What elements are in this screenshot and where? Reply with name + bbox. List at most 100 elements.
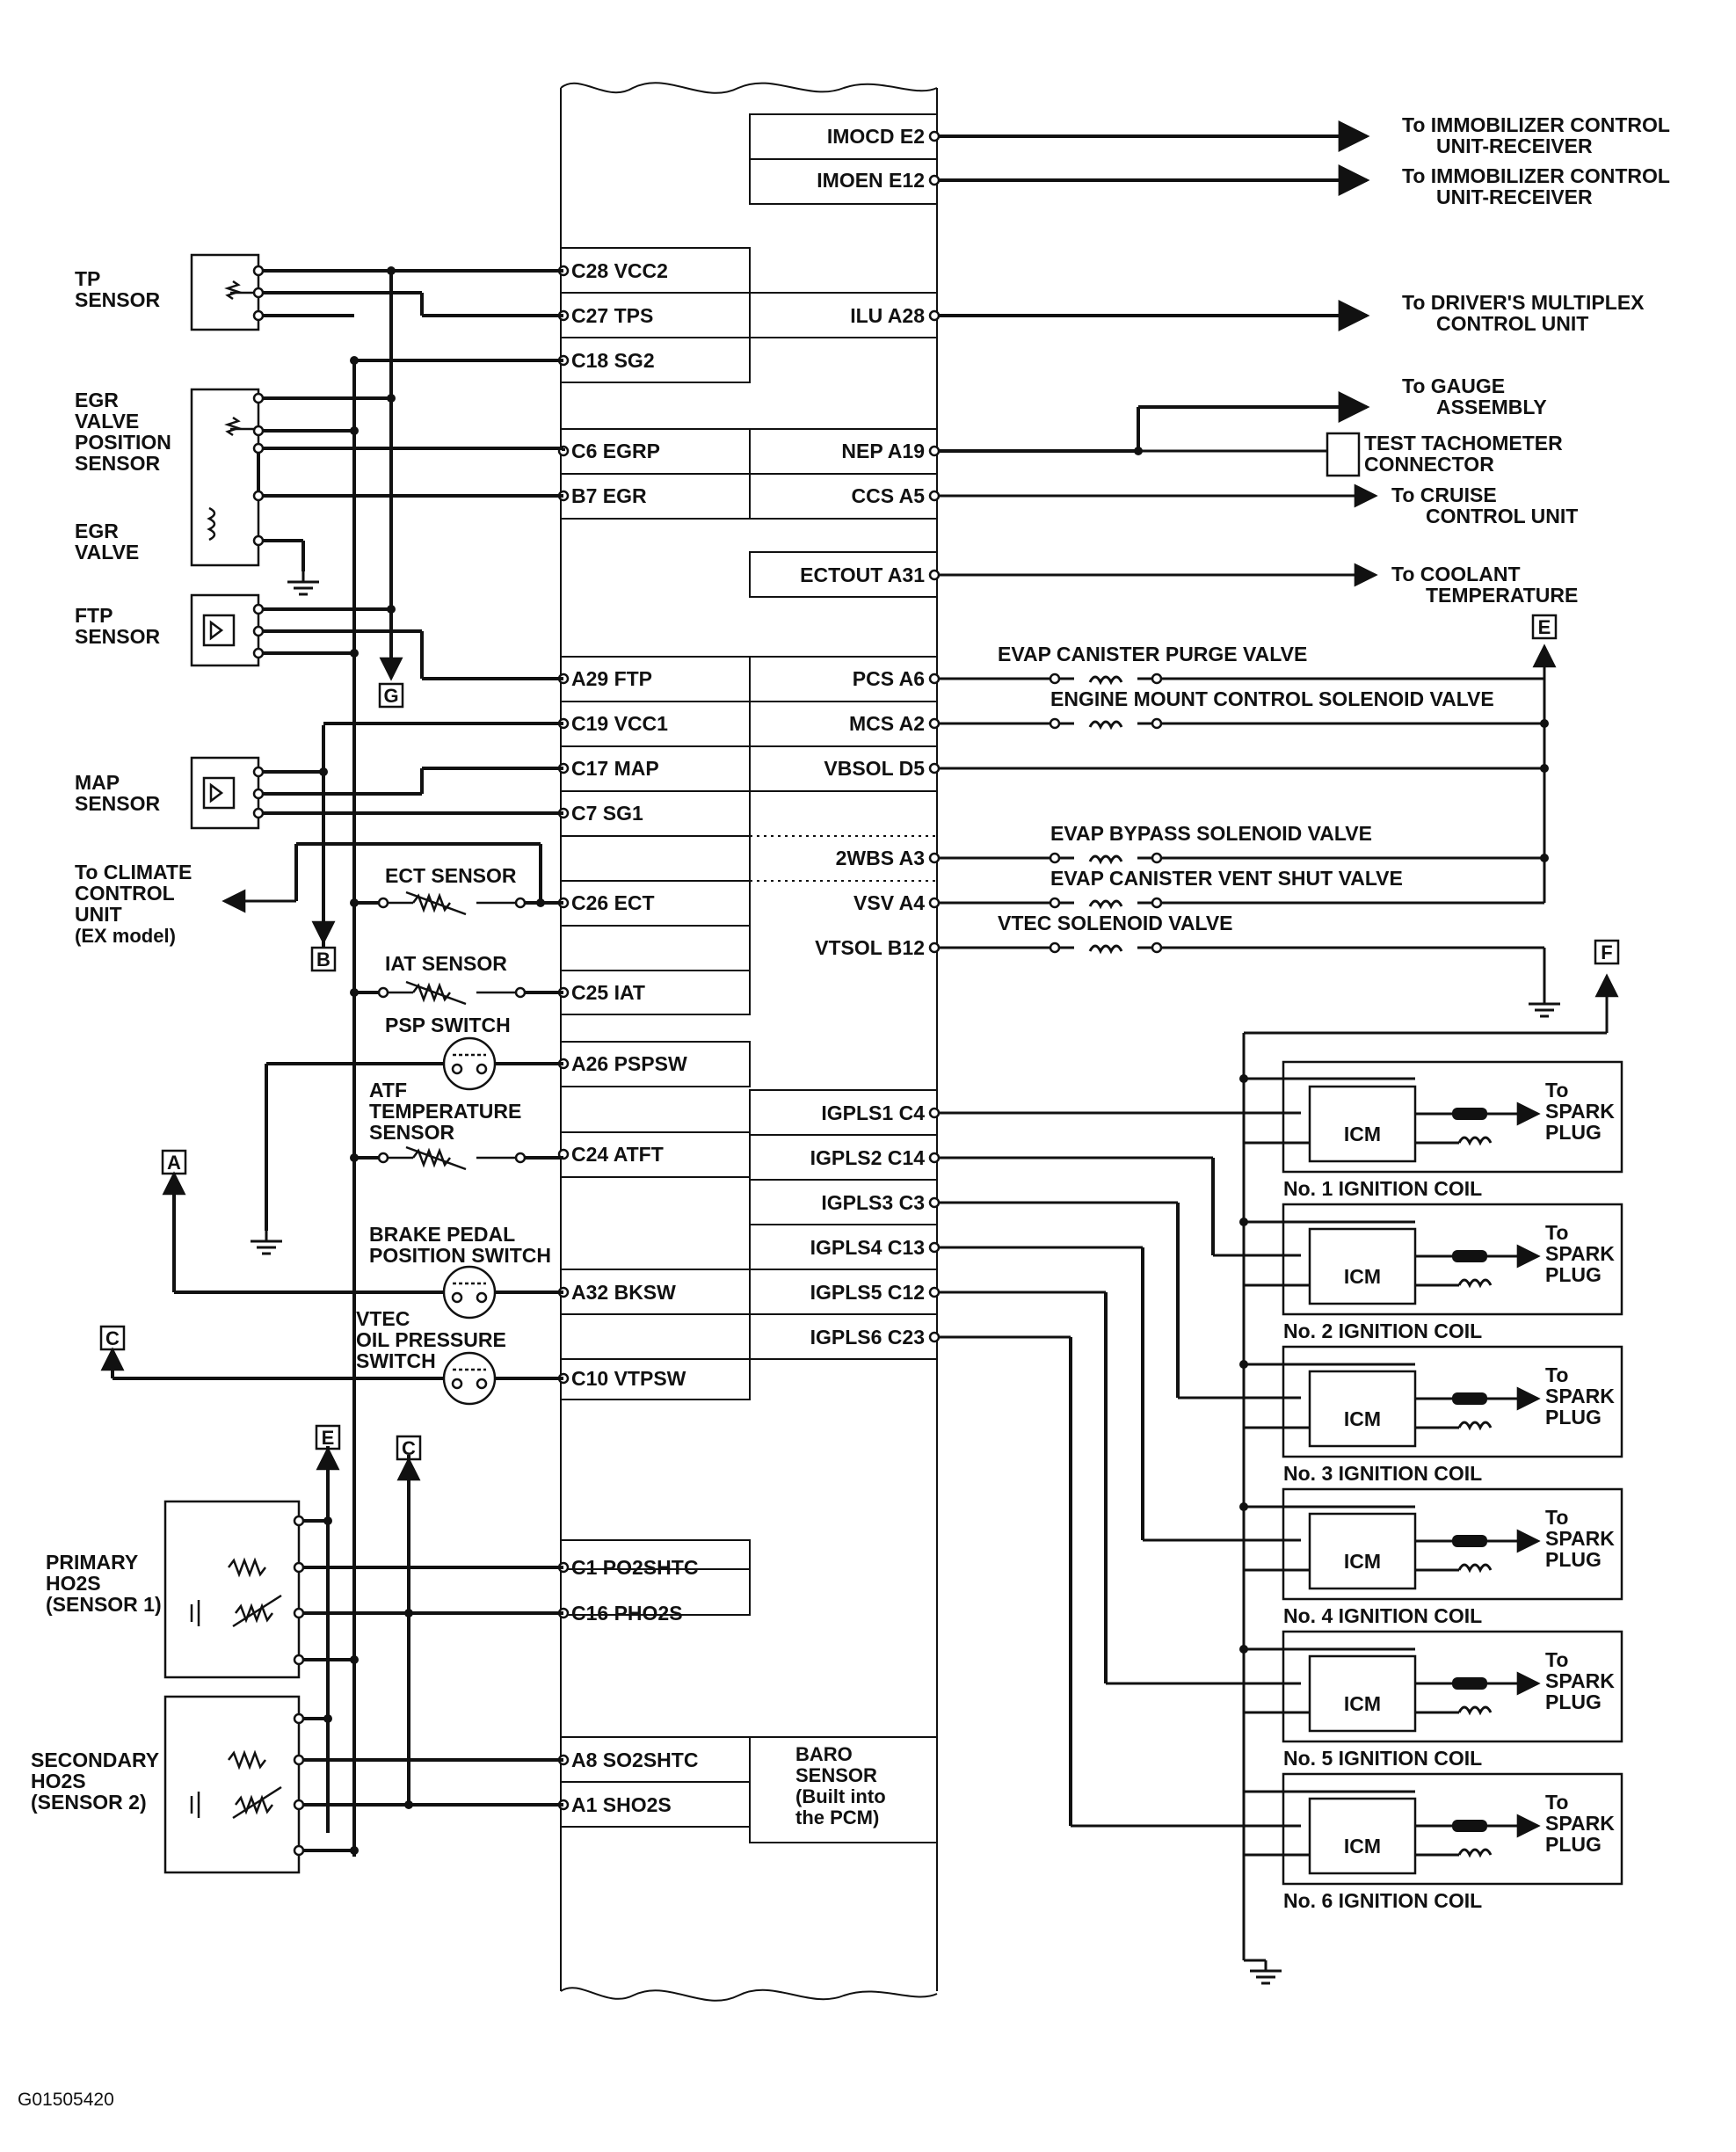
pin-a31-label: ECTOUT A31 bbox=[800, 563, 925, 586]
pin-c26-label: C26 ECT bbox=[571, 891, 655, 914]
climate-label-3: UNIT bbox=[75, 903, 122, 926]
secondary-ho2s-label-2: HO2S bbox=[31, 1770, 86, 1792]
vtec-switch-label-3: SWITCH bbox=[356, 1349, 436, 1372]
tag-c-mid: C bbox=[402, 1437, 416, 1459]
spark-3-plug: PLUG bbox=[1545, 1406, 1602, 1429]
egr-valve-label-1: EGR bbox=[75, 520, 119, 542]
egr-ground-icon bbox=[286, 570, 321, 596]
icm-3-label: ICM bbox=[1344, 1407, 1381, 1430]
tp-label-1: TP bbox=[75, 267, 100, 290]
pin-a2-label: MCS A2 bbox=[849, 712, 925, 735]
ignition-coils: ICM ICM ICM ICM ICM ICM To SPARK PLUG To… bbox=[1244, 1060, 1623, 1912]
pin-a28-label: ILU A28 bbox=[850, 304, 925, 327]
baro-line-4: the PCM) bbox=[795, 1807, 879, 1828]
pin-c19-label: C19 VCC1 bbox=[571, 712, 668, 735]
figure-code: G01505420 bbox=[18, 2090, 114, 2110]
pin-c16-label: C16 PHO2S bbox=[571, 1602, 683, 1625]
pin-c17-label: C17 MAP bbox=[571, 757, 659, 780]
egr-valve-label-2: VALVE bbox=[75, 541, 139, 563]
multiplex-label-2: CONTROL UNIT bbox=[1436, 312, 1588, 335]
tag-e-right: E bbox=[1538, 616, 1551, 638]
tag-e-left: E bbox=[322, 1427, 335, 1449]
primary-ho2s-label-1: PRIMARY bbox=[46, 1551, 138, 1574]
immo1-label-1: To IMMOBILIZER CONTROL bbox=[1402, 113, 1670, 136]
pin-a19-label: NEP A19 bbox=[841, 440, 925, 462]
sensor-terminals bbox=[252, 265, 527, 1857]
ect-sensor-label: ECT SENSOR bbox=[385, 864, 517, 887]
vtec-solenoid-ground-icon bbox=[1527, 992, 1562, 1018]
iat-sensor-label: IAT SENSOR bbox=[385, 952, 507, 975]
spark-1-to: To bbox=[1545, 1079, 1568, 1101]
evap-bypass-label: EVAP BYPASS SOLENOID VALVE bbox=[1050, 822, 1372, 845]
atf-label-3: SENSOR bbox=[369, 1121, 455, 1144]
evap-purge-label: EVAP CANISTER PURGE VALVE bbox=[998, 643, 1307, 665]
ignition-ground-icon bbox=[1248, 1959, 1283, 1985]
vtec-switch-label-2: OIL PRESSURE bbox=[356, 1328, 506, 1351]
spark-5-plug: PLUG bbox=[1545, 1690, 1602, 1713]
gauge-label-2: ASSEMBLY bbox=[1436, 396, 1547, 418]
pin-d5-label: VBSOL D5 bbox=[824, 757, 925, 780]
pin-e2-label: IMOCD E2 bbox=[827, 125, 925, 148]
spark-2-spark: SPARK bbox=[1545, 1242, 1615, 1265]
immo2-label-2: UNIT-RECEIVER bbox=[1436, 185, 1593, 208]
coolant-label-2: TEMPERATURE bbox=[1426, 584, 1578, 607]
ftp-label-2: SENSOR bbox=[75, 625, 161, 648]
spark-5-to: To bbox=[1545, 1648, 1568, 1671]
pin-e12-label: IMOEN E12 bbox=[817, 169, 925, 192]
left-arrows bbox=[100, 622, 421, 1494]
tachometer-connector-box bbox=[1326, 432, 1361, 477]
spark-2-to: To bbox=[1545, 1221, 1568, 1244]
baro-line-1: BARO bbox=[795, 1743, 853, 1765]
psp-switch-label: PSP SWITCH bbox=[385, 1014, 511, 1036]
spark-1-spark: SPARK bbox=[1545, 1100, 1615, 1123]
spark-5-spark: SPARK bbox=[1545, 1669, 1615, 1692]
map-sensor-box bbox=[190, 756, 260, 830]
atf-label-2: TEMPERATURE bbox=[369, 1100, 521, 1123]
baro-line-3: (Built into bbox=[795, 1785, 886, 1807]
spark-6-plug: PLUG bbox=[1545, 1833, 1602, 1856]
pin-b7-label: B7 EGR bbox=[571, 484, 647, 507]
baro-line-2: SENSOR bbox=[795, 1764, 877, 1786]
pin-a32-label: A32 BKSW bbox=[571, 1281, 676, 1304]
cruise-label-1: To CRUISE bbox=[1391, 483, 1497, 506]
primary-ho2s-box bbox=[163, 1500, 301, 1679]
pin-a29-label: A29 FTP bbox=[571, 667, 652, 690]
pin-c6-label: C6 EGRP bbox=[571, 440, 660, 462]
map-label-1: MAP bbox=[75, 771, 120, 794]
secondary-ho2s-box bbox=[163, 1695, 301, 1874]
left-labels: TP SENSOR EGR VALVE POSITION SENSOR EGR … bbox=[31, 267, 551, 1814]
connector-tags: G B A C E C E F bbox=[99, 614, 1620, 1461]
immo1-label-2: UNIT-RECEIVER bbox=[1436, 134, 1593, 157]
tag-f-right: F bbox=[1601, 942, 1612, 963]
evap-vent-label: EVAP CANISTER VENT SHUT VALVE bbox=[1050, 867, 1403, 890]
spark-2-plug: PLUG bbox=[1545, 1263, 1602, 1286]
engine-mount-label: ENGINE MOUNT CONTROL SOLENOID VALVE bbox=[1050, 687, 1494, 710]
pin-a3-label: 2WBS A3 bbox=[836, 847, 925, 869]
tag-a: A bbox=[167, 1152, 181, 1174]
brake-label-1: BRAKE PEDAL bbox=[369, 1223, 515, 1246]
pin-c25-label: C25 IAT bbox=[571, 981, 645, 1004]
coolant-label-1: To COOLANT bbox=[1391, 563, 1521, 585]
pin-c3-label: IGPLS3 C3 bbox=[821, 1191, 925, 1214]
pin-c18-label: C18 SG2 bbox=[571, 349, 655, 372]
climate-label-4: (EX model) bbox=[75, 925, 176, 947]
right-wiring bbox=[939, 120, 1619, 1960]
pcm-right-boxes bbox=[749, 113, 938, 1843]
secondary-ho2s-label-1: SECONDARY bbox=[31, 1748, 159, 1771]
pcm-pin-terminals bbox=[557, 130, 941, 1811]
pin-c27-label: C27 TPS bbox=[571, 304, 653, 327]
pin-a8-label: A8 SO2SHTC bbox=[571, 1748, 698, 1771]
egr-pos-label-3: POSITION bbox=[75, 431, 171, 454]
pin-a6-label: PCS A6 bbox=[853, 667, 925, 690]
egr-pos-label-2: VALVE bbox=[75, 410, 139, 433]
tp-label-2: SENSOR bbox=[75, 288, 161, 311]
tag-c-left: C bbox=[105, 1327, 120, 1349]
icm-1-label: ICM bbox=[1344, 1123, 1381, 1145]
coil-4-label: No. 4 IGNITION COIL bbox=[1283, 1604, 1482, 1627]
multiplex-label-1: To DRIVER'S MULTIPLEX bbox=[1402, 291, 1645, 314]
coil-6-label: No. 6 IGNITION COIL bbox=[1283, 1889, 1482, 1912]
left-junctions bbox=[319, 266, 545, 1855]
solenoid-valves bbox=[1049, 668, 1163, 958]
coil-5-label: No. 5 IGNITION COIL bbox=[1283, 1747, 1482, 1770]
pin-a26-label: A26 PSPSW bbox=[571, 1052, 687, 1075]
